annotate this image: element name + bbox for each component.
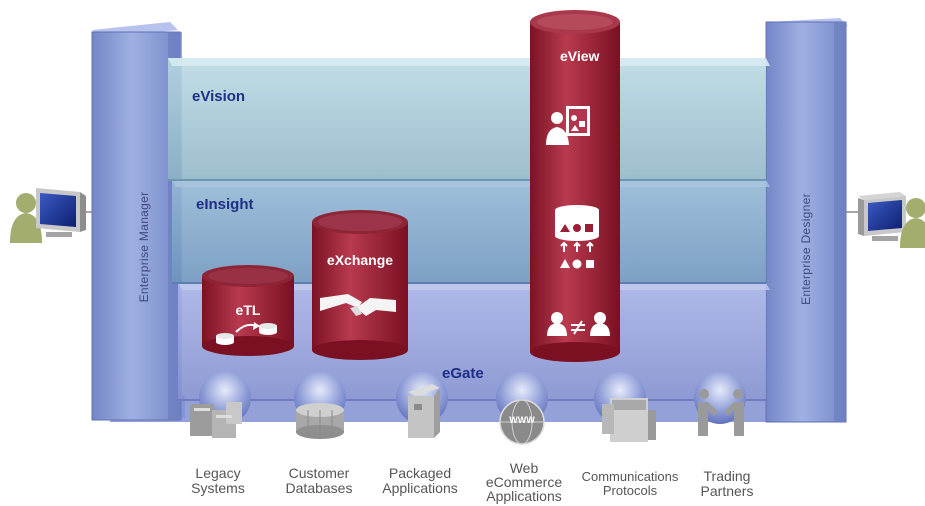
person-match-icon	[547, 312, 610, 336]
www-text: WWW	[509, 415, 535, 425]
evision-layer	[168, 58, 770, 181]
legacy-systems-icon	[190, 402, 242, 438]
eview-label: eView	[560, 48, 600, 64]
communications-protocols-icon	[602, 398, 656, 442]
enterprise-designer-label: Enterprise Designer	[799, 193, 813, 305]
presenter-icon	[546, 106, 590, 145]
trading-partners-icon	[698, 389, 744, 436]
etl-label: eTL	[235, 302, 261, 318]
database-shapes-icon	[555, 205, 599, 269]
exchange-label: eXchange	[326, 252, 394, 268]
enterprise-designer-pillar	[765, 18, 848, 423]
egate-label: eGate	[442, 365, 484, 382]
enterprise-manager-label: Enterprise Manager	[137, 191, 151, 303]
customer-databases-icon	[296, 403, 344, 439]
exchange-cylinder	[312, 210, 408, 360]
web-globe-icon	[499, 399, 545, 445]
einsight-label: eInsight	[196, 196, 254, 213]
left-user-workstation	[10, 188, 93, 243]
handshake-icon	[320, 294, 396, 316]
right-user-workstation	[846, 192, 925, 248]
packaged-applications-icon	[408, 384, 440, 438]
evision-label: eVision	[192, 88, 246, 105]
eview-cylinder	[530, 10, 620, 362]
transform-icon	[216, 322, 277, 345]
etl-cylinder	[202, 265, 294, 356]
